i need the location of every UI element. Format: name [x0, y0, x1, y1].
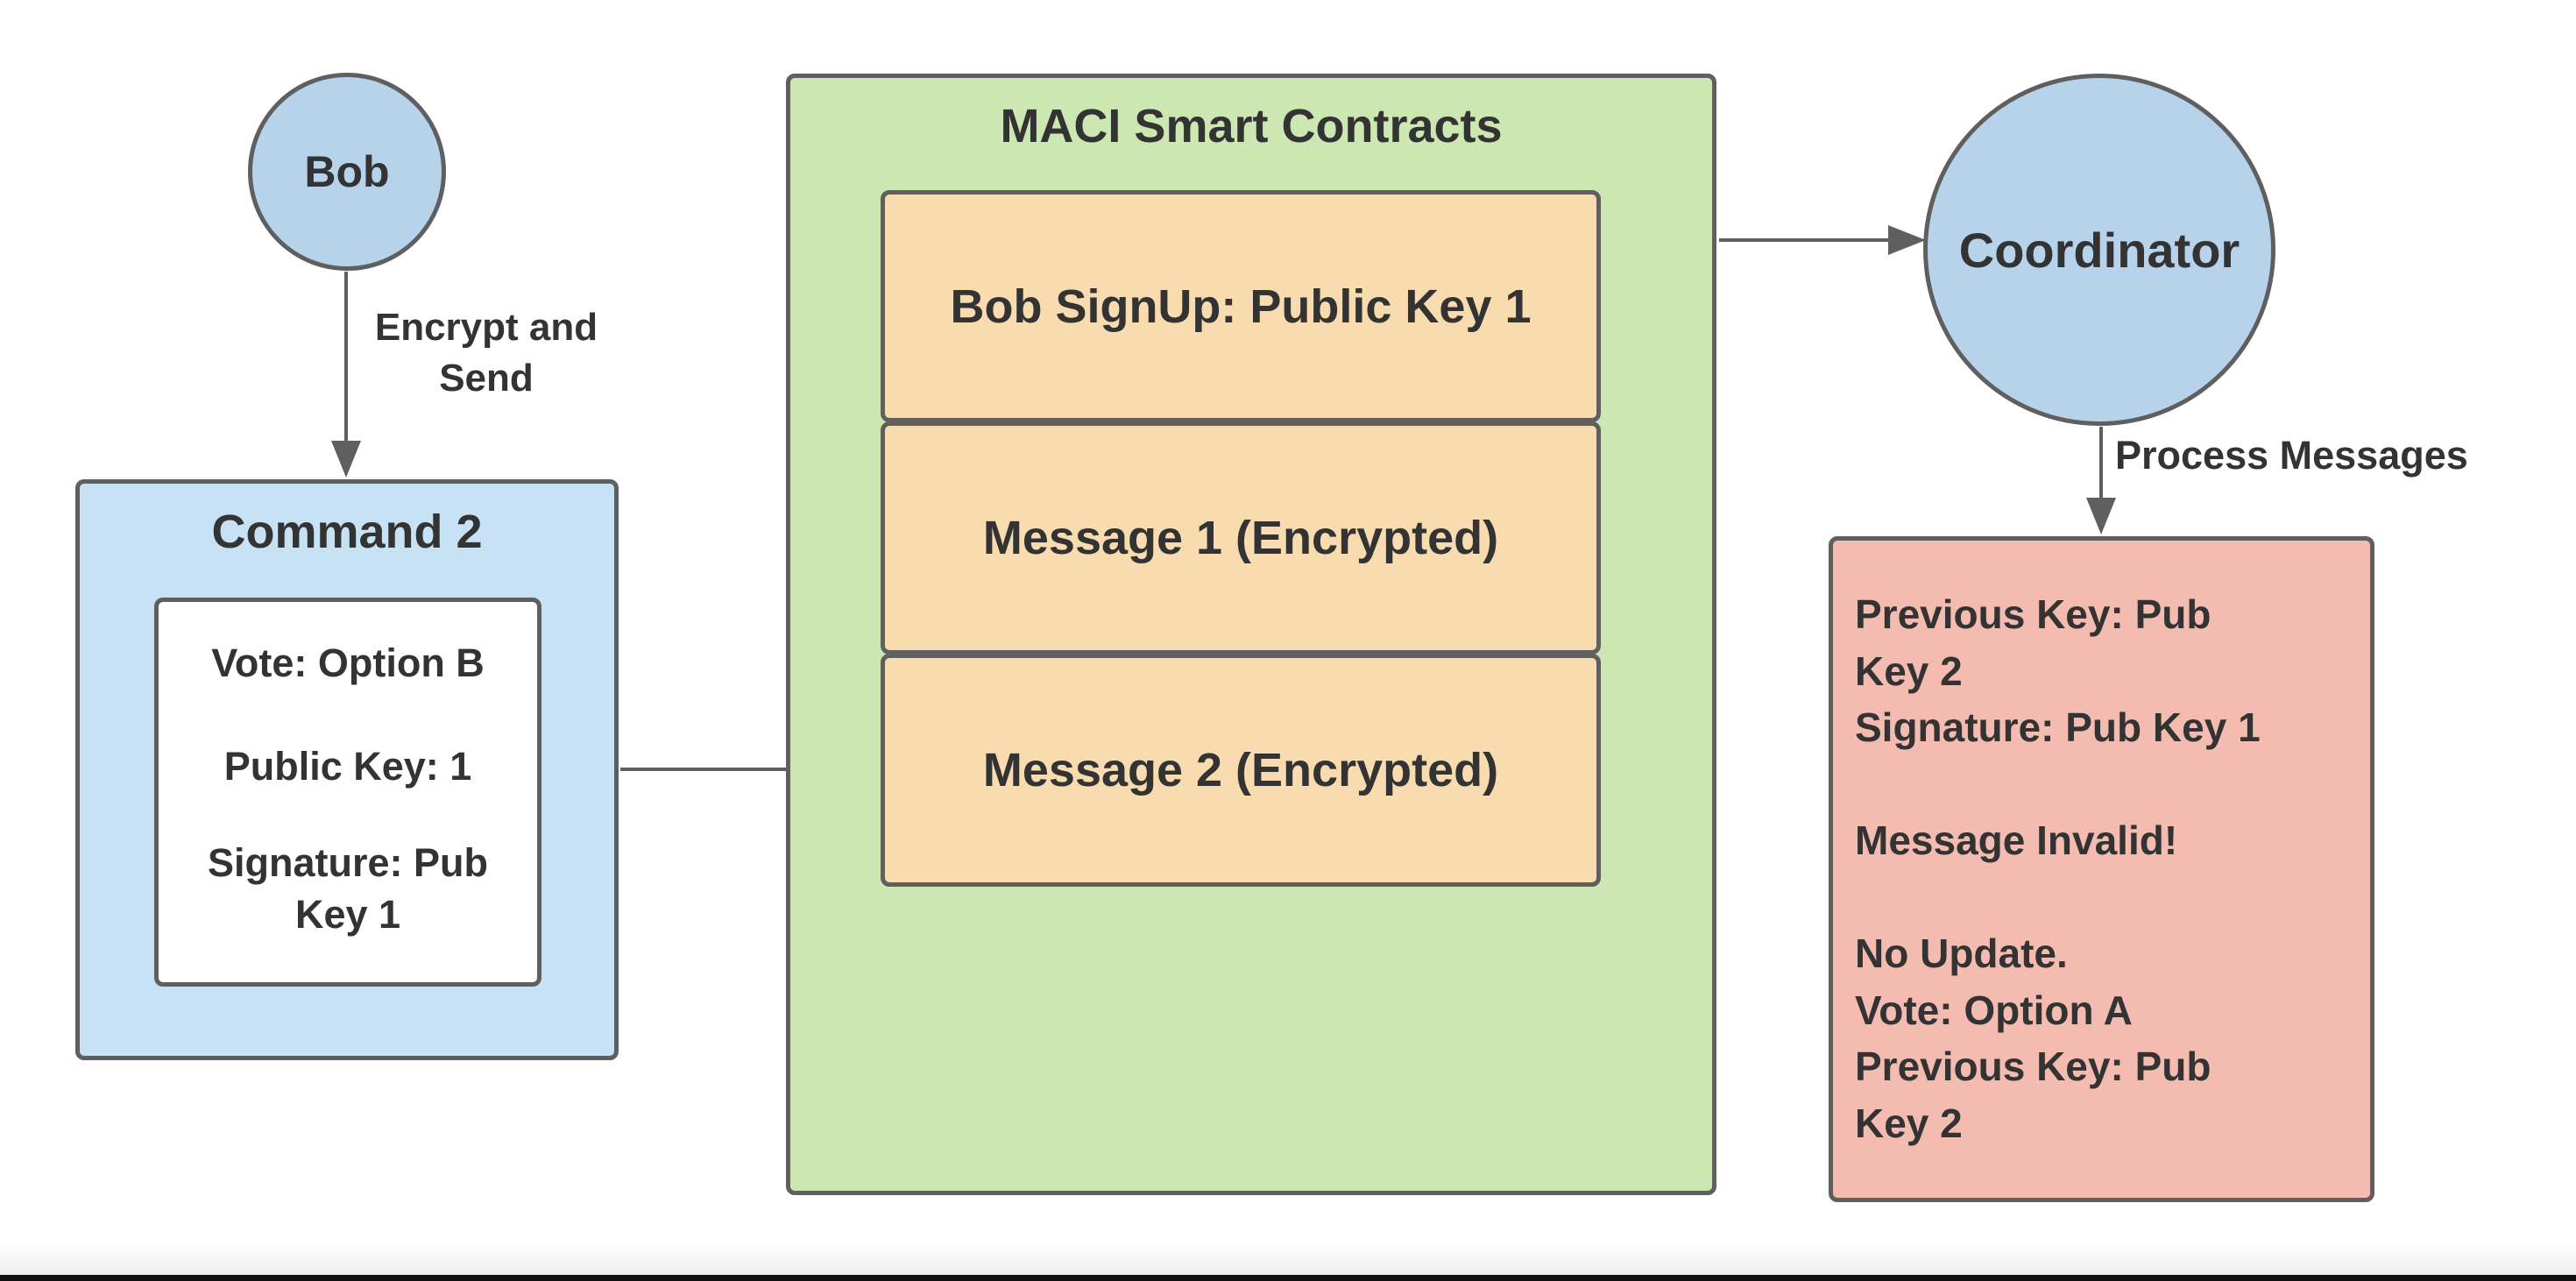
- command-public-key: Public Key: 1: [223, 744, 472, 789]
- bob-node: Bob: [248, 73, 446, 271]
- bottom-edge: [0, 1275, 2576, 1281]
- result-line: Message Invalid!: [1855, 817, 2178, 863]
- contract-item-signup: Bob SignUp: Public Key 1: [881, 190, 1601, 422]
- result-line: Signature: Pub Key 1: [1855, 704, 2261, 750]
- result-line: Previous Key: Pub: [1855, 591, 2212, 637]
- result-box: Previous Key: Pub Key 2 Signature: Pub K…: [1829, 536, 2374, 1202]
- encrypt-send-label: Encrypt and Send: [350, 302, 622, 404]
- result-line: [1855, 869, 2354, 926]
- result-line: Key 2: [1855, 648, 1963, 694]
- bob-label: Bob: [304, 147, 390, 196]
- result-line: Key 2: [1855, 1100, 1963, 1146]
- arrow-bob-to-command: [331, 272, 361, 478]
- command-2-body: Vote: Option B Public Key: 1 Signature: …: [154, 598, 541, 987]
- contract-item-message-2: Message 2 (Encrypted): [881, 654, 1601, 887]
- contract-item-message-2-label: Message 2 (Encrypted): [982, 744, 1499, 796]
- result-line: Vote: Option A: [1855, 987, 2133, 1033]
- coordinator-label: Coordinator: [1958, 222, 2240, 278]
- contract-item-message-1: Message 1 (Encrypted): [881, 421, 1601, 655]
- command-signature-line2: Key 1: [294, 892, 401, 937]
- arrow-coordinator-to-result: [2086, 427, 2116, 534]
- contract-item-message-1-label: Message 1 (Encrypted): [982, 512, 1499, 564]
- result-line: Previous Key: Pub: [1855, 1044, 2212, 1089]
- command-signature: Signature: Pub Key 1: [159, 837, 537, 940]
- encrypt-send-label-line1: Encrypt and: [374, 306, 598, 349]
- command-2-title: Command 2: [211, 506, 483, 558]
- encrypt-send-label-line2: Send: [439, 357, 534, 400]
- result-line: No Update.: [1855, 931, 2068, 976]
- command-2-container: Command 2 Vote: Option B Public Key: 1 S…: [75, 479, 619, 1060]
- result-text: Previous Key: Pub Key 2 Signature: Pub K…: [1855, 586, 2354, 1151]
- result-line: [1855, 756, 2354, 813]
- bottom-shadow: [0, 1242, 2576, 1281]
- contract-item-signup-label: Bob SignUp: Public Key 1: [950, 280, 1532, 333]
- maci-contracts-title: MACI Smart Contracts: [1000, 100, 1503, 152]
- command-signature-line1: Signature: Pub: [207, 840, 488, 885]
- command-vote: Vote: Option B: [211, 640, 485, 685]
- coordinator-node: Coordinator: [1923, 74, 2275, 426]
- arrow-contracts-to-coordinator: [1719, 225, 1926, 255]
- process-messages-label: Process Messages: [2115, 433, 2468, 478]
